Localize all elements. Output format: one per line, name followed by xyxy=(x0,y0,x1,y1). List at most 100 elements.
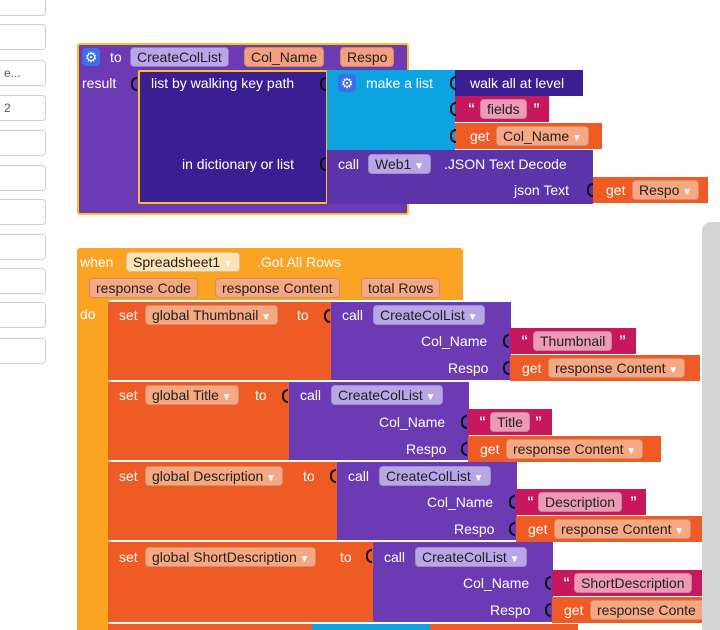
to-label: to xyxy=(340,549,352,565)
side-input[interactable]: 2 xyxy=(0,95,46,121)
walk-key-path-block[interactable] xyxy=(138,70,328,204)
connector-icon xyxy=(320,157,326,171)
connector-icon xyxy=(587,183,593,197)
to-label: to xyxy=(297,307,309,323)
connector-icon xyxy=(450,129,456,143)
get-col-name-dropdown[interactable]: Col_Name xyxy=(496,126,589,146)
get-respo-dropdown[interactable]: Respo xyxy=(632,180,700,200)
param-total-rows[interactable]: total Rows xyxy=(361,278,441,298)
get-dropdown[interactable]: response Conte xyxy=(590,600,720,620)
get-label: get xyxy=(564,602,584,618)
connector-icon xyxy=(450,102,456,116)
set-variable-block xyxy=(108,624,312,630)
call-procedure-block xyxy=(312,624,430,630)
connector-icon xyxy=(131,77,137,91)
procedure-dropdown[interactable]: CreateColList xyxy=(331,385,443,405)
text-value[interactable]: Title xyxy=(490,412,530,432)
event-name-label: .Got All Rows xyxy=(257,254,342,270)
respo-label: Respo xyxy=(406,441,447,457)
get-label: get xyxy=(470,128,490,144)
connector-icon xyxy=(545,576,551,590)
quote-close: ” xyxy=(619,332,626,348)
procedure-dropdown[interactable]: CreateColList xyxy=(373,305,485,325)
walk-all-block[interactable] xyxy=(455,70,583,96)
side-input[interactable] xyxy=(0,338,46,364)
call-label: call xyxy=(342,307,364,323)
web1-dropdown[interactable]: Web1 xyxy=(368,154,432,174)
side-input[interactable] xyxy=(0,268,46,294)
get-dropdown[interactable]: response Content xyxy=(554,519,692,539)
side-input[interactable] xyxy=(0,199,46,225)
quote-close: ” xyxy=(533,100,540,116)
result-label: result xyxy=(82,75,117,91)
respo-label: Respo xyxy=(454,521,495,537)
proc-to-label: to xyxy=(110,49,122,65)
param-respo[interactable]: Respo xyxy=(340,47,395,67)
spreadsheet-dropdown[interactable]: Spreadsheet1 xyxy=(126,252,240,272)
variable-dropdown[interactable]: global Description xyxy=(145,466,283,486)
connector-icon xyxy=(461,442,467,456)
connector-icon xyxy=(366,549,372,563)
col-name-label: Col_Name xyxy=(427,494,494,510)
procedure-dropdown[interactable]: CreateColList xyxy=(379,466,491,486)
when-label: when xyxy=(80,254,114,270)
get-dropdown[interactable]: response Content xyxy=(548,358,686,378)
side-input[interactable] xyxy=(0,130,46,156)
quote-open: “ xyxy=(527,493,534,509)
variable-dropdown[interactable]: global Title xyxy=(145,385,239,405)
set-label: set xyxy=(119,387,138,403)
quote-open: “ xyxy=(468,100,475,116)
param-col-name[interactable]: Col_Name xyxy=(244,47,325,67)
respo-label: Respo xyxy=(490,602,531,618)
respo-label: Respo xyxy=(448,360,489,376)
call-label: call xyxy=(338,156,360,172)
quote-close: ” xyxy=(535,413,542,429)
param-response-content[interactable]: response Content xyxy=(215,278,340,298)
call-procedure-block xyxy=(430,624,578,630)
get-label: get xyxy=(606,182,626,198)
call-label: call xyxy=(348,468,370,484)
connector-icon xyxy=(509,522,515,536)
quote-open: “ xyxy=(521,332,528,348)
call-label: call xyxy=(300,387,322,403)
side-input[interactable] xyxy=(0,234,46,260)
connector-icon xyxy=(509,495,515,509)
quote-close: ” xyxy=(630,493,637,509)
connector-icon xyxy=(545,603,551,617)
set-label: set xyxy=(119,549,138,565)
procedure-dropdown[interactable]: CreateColList xyxy=(415,547,527,567)
text-value[interactable]: Description xyxy=(538,492,623,512)
vertical-scrollbar[interactable] xyxy=(702,222,720,630)
variable-dropdown[interactable]: global ShortDescription xyxy=(145,547,317,567)
set-label: set xyxy=(119,468,138,484)
call-label: call xyxy=(384,549,406,565)
text-value[interactable]: ShortDescription xyxy=(574,573,692,593)
text-fields[interactable]: fields xyxy=(480,99,527,119)
connector-icon xyxy=(282,389,288,403)
side-input[interactable] xyxy=(0,24,46,50)
connector-icon xyxy=(324,309,330,323)
get-label: get xyxy=(480,441,500,457)
param-response-code[interactable]: response Code xyxy=(89,278,198,298)
connector-icon xyxy=(330,469,336,483)
walk-all-label: walk all at level xyxy=(470,75,565,91)
proc-name-field[interactable]: CreateColList xyxy=(130,47,229,67)
quote-open: “ xyxy=(563,574,570,590)
gear-icon[interactable]: ⚙ xyxy=(82,48,100,66)
gear-icon[interactable]: ⚙ xyxy=(338,74,356,92)
get-dropdown[interactable]: response Content xyxy=(506,439,644,459)
in-dict-label: in dictionary or list xyxy=(182,156,295,172)
walk-label: list by walking key path xyxy=(151,75,295,91)
col-name-label: Col_Name xyxy=(379,414,446,430)
variable-dropdown[interactable]: global Thumbnail xyxy=(145,305,279,325)
side-input[interactable]: e... xyxy=(0,60,46,86)
get-label: get xyxy=(522,360,542,376)
text-value[interactable]: Thumbnail xyxy=(533,331,613,351)
connector-icon xyxy=(461,415,467,429)
quote-open: “ xyxy=(479,413,486,429)
side-input[interactable] xyxy=(0,302,46,328)
side-input[interactable] xyxy=(0,0,46,16)
side-input[interactable] xyxy=(0,165,46,191)
event-do-column xyxy=(77,300,109,630)
set-label: set xyxy=(119,307,138,323)
